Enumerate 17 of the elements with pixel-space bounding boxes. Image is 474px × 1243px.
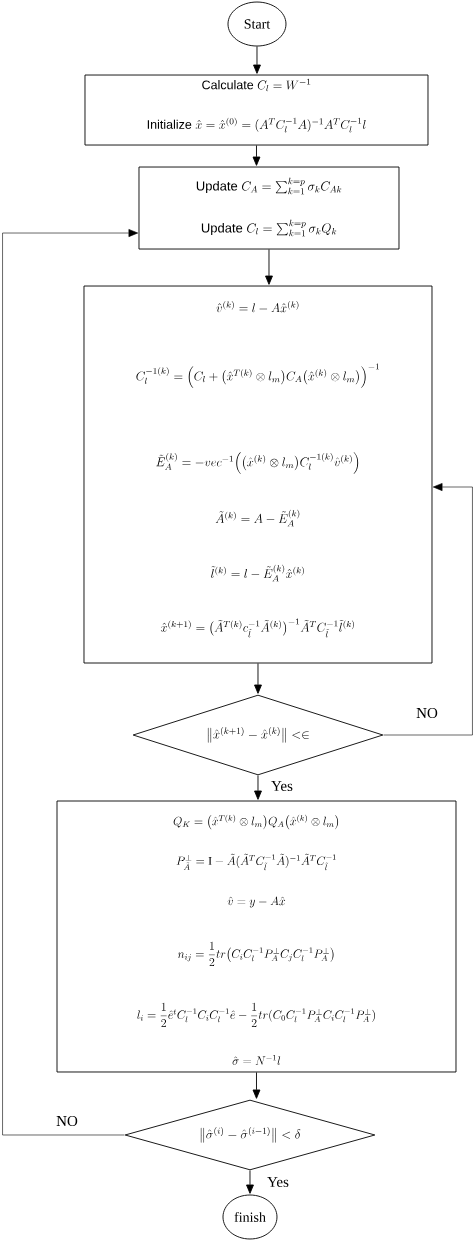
- arrow: [254, 663, 262, 694]
- arrow: [383, 483, 473, 736]
- edge-label: Yes: [270, 780, 294, 792]
- process-box: $\hat{v}^{(k)} = l - A\hat{x}^{(k)}$ $C_l^{-1(k)} = \Bigl(C_l + \bigl(\hat{x}^{T(k)} \otimes l_m\bigr) C_A \bigl(\hat{x}^{(k)} \otimes l_m\bigr)\Bigr)^{-1}$ $\tilde{E}_A^{(k)} = -vec^{-1}\Bigl(\bigl(\hat{x}^{(k)} \otimes l_m\bigr) C_l^{-1(k)} \hat{v}^{(k)}\Bigr)$ $\tilde{A}^{(k)} = A - \tilde{E}_A^{(k)}$ $\tilde{l}^{(k)} = l - \tilde{E}_A^{(k)} \hat{x}^{(k)}$ $\hat{x}^{(k+1)} = \bigl(\tilde{A}^{T(k)} c_{\tilde{l}}^{-1} \tilde{A}^{(k)}\bigr)^{-1} \tilde{A}^T C_{\tilde{l}}^{-1} \tilde{l}^{(k)}$: [83, 285, 433, 664]
- edge-label: Yes: [266, 1176, 290, 1188]
- arrow: [254, 775, 262, 800]
- edge-label: NO: [55, 1114, 79, 1128]
- process-box: $\textsf{Update } C_A = \sum_{k=1}^{k=p} \sigma_k C_{Ak}$ $\textsf{Update } C_l = \sum_{k=1}^{k=p} \sigma_k Q_k$: [138, 166, 400, 250]
- arrow: [246, 1170, 254, 1194]
- process-box: $Q_K = \bigl(\hat{x}^{T(k)} \otimes l_m\bigr) Q_A \bigl(\hat{x}^{(k)} \otimes l_m\bigr)$ $P_{\tilde{A}}^{\perp} = \mathrm{I} - \tilde{A}(\tilde{A}^T C_{\tilde{l}}^{-1} \tilde{A})^{-1} \tilde{A}^T C_{\tilde{l}}^{-1}$ $\hat{v} = y - A\hat{x}$ $n_{ij} = \dfrac{1}{2} tr\bigl(C_i C_l^{-1} P_A^{\perp} C_j C_l^{-1} P_A^{\perp}\bigr)$ $l_i = \dfrac{1}{2}\hat{e}^t C_l^{-1} C_i C_l^{-1}\hat{e} - \dfrac{1}{2} tr(C_0 C_l^{-1} P_A^{\perp} C_i C_l^{-1} P_A^{\perp})$ $\hat{\sigma} = N^{-1} l$: [56, 800, 457, 1073]
- arrow: [252, 145, 261, 166]
- arrow: [2, 229, 139, 1136]
- arrow: [265, 249, 273, 285]
- edge-label: NO: [415, 706, 439, 720]
- process-box: $\textsf{Calculate } C_l = W^{-1}$ $\textsf{Initialize } \hat{x} = \hat{x}^{(0)} = (A^T C_l^{-1} A)^{-1} A^T C_l^{-1} l$: [84, 74, 429, 146]
- arrow: [252, 1072, 261, 1099]
- arrow: [253, 46, 261, 74]
